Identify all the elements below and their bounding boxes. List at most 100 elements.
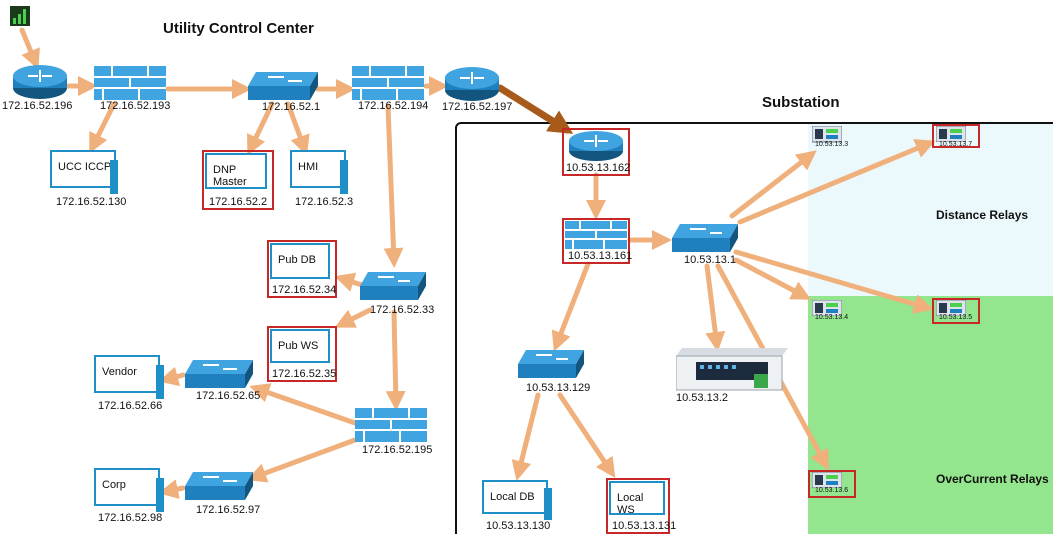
link-r197-sr162 bbox=[496, 84, 574, 134]
link-signal-r196 bbox=[19, 27, 40, 70]
hmi-ip: 172.16.52.3 bbox=[295, 196, 354, 208]
vendor-workstation[interactable]: Vendor bbox=[94, 355, 166, 399]
signal-strength-icon bbox=[10, 6, 30, 26]
router-icon[interactable] bbox=[444, 66, 500, 102]
switch-97-ip: 172.16.52.97 bbox=[196, 504, 261, 516]
pub-db-server[interactable]: Pub DB bbox=[270, 243, 334, 281]
firewall-icon[interactable] bbox=[565, 221, 627, 249]
firewall-193-ip: 172.16.52.193 bbox=[100, 100, 171, 112]
switch-33-ip: 172.16.52.33 bbox=[370, 304, 435, 316]
router-197-ip: 172.16.52.197 bbox=[442, 101, 513, 113]
switch-1-ip: 172.16.52.1 bbox=[262, 101, 321, 113]
link-sw1-dnp bbox=[247, 101, 275, 156]
firewall-icon[interactable] bbox=[352, 66, 424, 100]
sub-router-162-ip: 10.53.13.162 bbox=[566, 162, 631, 174]
sub-router-highlight bbox=[562, 128, 630, 176]
local-db-ip: 10.53.13.130 bbox=[486, 520, 551, 532]
dnp-master-label: DNP Master bbox=[213, 164, 247, 188]
link-ssw1-rtu bbox=[704, 263, 726, 352]
firewall-icon[interactable] bbox=[94, 66, 166, 100]
local-db-server[interactable]: Local DB bbox=[482, 480, 554, 520]
vendor-ip: 172.16.52.66 bbox=[98, 400, 163, 412]
router-icon[interactable] bbox=[12, 64, 68, 100]
firewall-icon[interactable] bbox=[355, 408, 427, 442]
relay-6-highlight bbox=[808, 470, 856, 498]
link-fw194-sw33 bbox=[383, 103, 404, 268]
link-sw1-hmi bbox=[285, 101, 310, 156]
sub-firewall-highlight bbox=[562, 218, 630, 264]
link-ssw1-relay4 bbox=[733, 257, 812, 300]
switch-65-ip: 172.16.52.65 bbox=[196, 390, 261, 402]
relay-5-ip: 10.53.13.5 bbox=[939, 314, 973, 321]
corp-ip: 172.16.52.98 bbox=[98, 512, 163, 524]
router-icon[interactable] bbox=[568, 130, 624, 162]
hmi-workstation[interactable]: HMI bbox=[290, 150, 350, 194]
ucc-iccp-workstation[interactable]: UCC ICCP bbox=[50, 150, 120, 194]
link-fw195-sw65 bbox=[249, 383, 358, 426]
link-sw33-pubws bbox=[334, 307, 373, 328]
relay-3-device[interactable] bbox=[812, 126, 842, 148]
relay-5-highlight bbox=[932, 298, 980, 324]
pub-ws-ip: 172.16.52.35 bbox=[272, 368, 337, 380]
dnp-master-ip: 172.16.52.2 bbox=[209, 196, 268, 208]
relay-5-device[interactable] bbox=[936, 300, 966, 322]
link-sw65-vendor bbox=[158, 366, 186, 387]
switch-icon[interactable] bbox=[185, 360, 253, 388]
switch-icon[interactable] bbox=[360, 272, 426, 300]
switch-icon[interactable] bbox=[248, 72, 318, 100]
link-ssw129-localdb bbox=[511, 392, 541, 481]
sub-firewall-161-ip: 10.53.13.161 bbox=[568, 250, 633, 262]
relay-3-ip: 10.53.13.3 bbox=[815, 141, 849, 148]
rtu-ip: 10.53.13.2 bbox=[676, 392, 728, 404]
relay-7-highlight bbox=[932, 124, 980, 148]
pub-ws-label: Pub WS bbox=[278, 340, 319, 352]
pub-ws-highlight bbox=[267, 326, 337, 382]
utility-control-center-title: Utility Control Center bbox=[163, 20, 314, 37]
pub-db-highlight bbox=[267, 240, 337, 298]
local-ws-ip: 10.53.13.131 bbox=[612, 520, 677, 532]
router-196-ip: 172.16.52.196 bbox=[2, 100, 73, 112]
ucc-iccp-ip: 172.16.52.130 bbox=[56, 196, 127, 208]
relay-4-device[interactable] bbox=[812, 300, 842, 322]
link-ssw129-localws bbox=[557, 392, 616, 478]
sub-switch-129-ip: 10.53.13.129 bbox=[526, 382, 591, 394]
corp-label: Corp bbox=[102, 479, 126, 491]
distance-relays-label: Distance Relays bbox=[936, 208, 1029, 222]
link-ssw1-relay3 bbox=[729, 150, 817, 219]
relay-6-device[interactable] bbox=[812, 472, 842, 494]
overcurrent-relay-zone bbox=[808, 296, 1053, 534]
local-db-label: Local DB bbox=[490, 491, 535, 503]
pub-ws-workstation[interactable]: Pub WS bbox=[270, 329, 334, 365]
switch-icon[interactable] bbox=[518, 350, 584, 378]
pub-db-ip: 172.16.52.34 bbox=[272, 284, 337, 296]
local-ws-highlight bbox=[606, 478, 670, 534]
substation-frame bbox=[455, 122, 1053, 534]
link-ssw1-relay5 bbox=[733, 249, 934, 314]
local-ws-label: Local WS bbox=[617, 492, 644, 516]
link-ssw1-relay7 bbox=[737, 139, 936, 225]
hmi-label: HMI bbox=[298, 161, 319, 173]
local-ws-workstation[interactable]: Local WS bbox=[609, 481, 667, 517]
ucc-iccp-label: UCC ICCP bbox=[58, 161, 112, 173]
link-fw193-iccp bbox=[89, 101, 117, 154]
pub-db-label: Pub DB bbox=[278, 254, 316, 266]
link-sw33-pubdb bbox=[334, 272, 365, 292]
vendor-label: Vendor bbox=[102, 366, 137, 378]
link-sw97-corp bbox=[158, 479, 186, 499]
relay-7-device[interactable] bbox=[936, 126, 966, 148]
sub-switch-1-ip: 10.53.13.1 bbox=[684, 254, 736, 266]
overcurrent-relays-label: OverCurrent Relays bbox=[936, 472, 1049, 486]
switch-icon[interactable] bbox=[185, 472, 253, 500]
relay-7-ip: 10.53.13.7 bbox=[939, 141, 973, 148]
dnp-master-workstation[interactable]: DNP Master bbox=[205, 153, 271, 191]
firewall-195-ip: 172.16.52.195 bbox=[362, 444, 433, 456]
link-fw195-sw97 bbox=[246, 437, 358, 483]
rtu-gateway-device[interactable] bbox=[676, 348, 788, 394]
relay-4-ip: 10.53.13.4 bbox=[815, 314, 849, 321]
substation-title: Substation bbox=[762, 94, 840, 111]
link-sfw161-ssw129 bbox=[551, 261, 591, 352]
corp-workstation[interactable]: Corp bbox=[94, 468, 166, 512]
switch-icon[interactable] bbox=[672, 224, 738, 252]
